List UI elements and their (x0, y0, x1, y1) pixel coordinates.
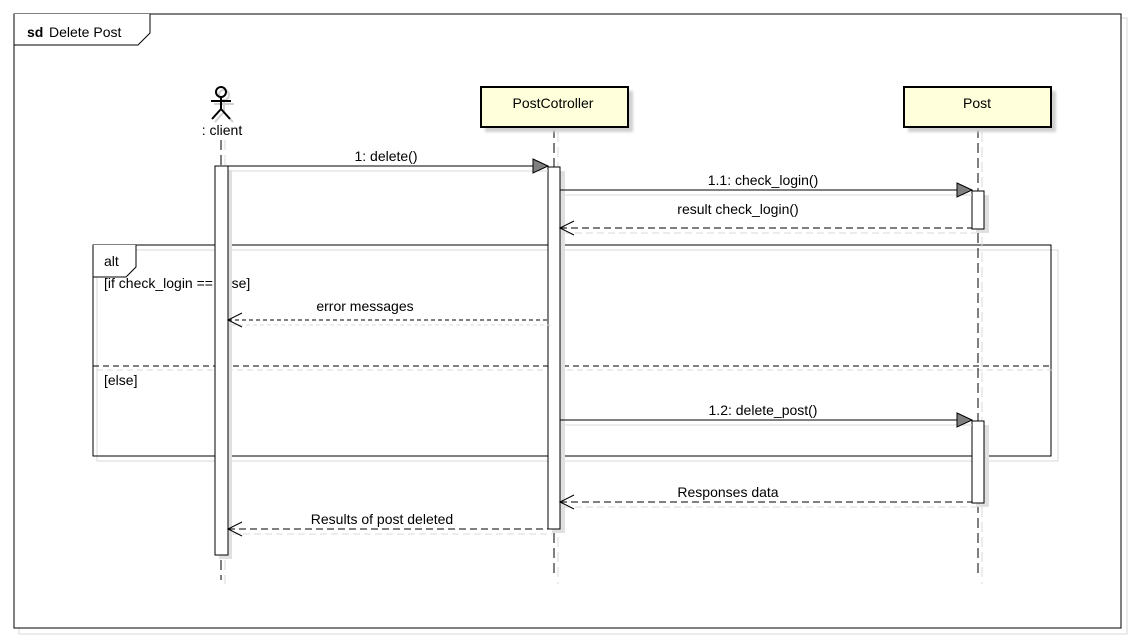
alt-guard-if: [if check_login == false] (104, 275, 250, 291)
message-results-of-post-deleted: Results of post deleted (226, 511, 552, 537)
frame-keyword: sd (27, 24, 43, 40)
lifeline-post-label: Post (963, 95, 991, 111)
alt-fragment (92, 244, 1052, 457)
arrowhead (956, 412, 974, 428)
lifeline-post-head (903, 86, 1052, 128)
alt-fragment-shadow (96, 249, 1059, 462)
arrowhead (956, 182, 974, 198)
activation-post-1 (971, 190, 985, 230)
arrowhead (558, 494, 575, 510)
frame-title: Delete Post (49, 24, 121, 40)
message-delete-post: 1.2: delete_post() (560, 402, 974, 428)
alt-operator-label: alt (104, 253, 119, 269)
message-error-messages: error messages (226, 298, 552, 328)
arrowhead (226, 521, 243, 537)
frame-title-tab (13, 14, 151, 46)
lifeline-client-label: : client (202, 122, 243, 138)
arrowhead (532, 158, 550, 174)
message-responses-data: Responses data (558, 484, 976, 510)
message-delete: 1: delete() (228, 148, 550, 174)
message-check-login: 1.1: check_login() (560, 172, 974, 198)
arrowhead (226, 312, 243, 328)
alt-operator-tab (92, 245, 137, 278)
arrowhead (558, 220, 575, 236)
actor-icon (211, 86, 234, 123)
alt-guard-else: [else] (104, 372, 137, 388)
activation-client (214, 165, 229, 556)
activation-post-2 (971, 420, 985, 504)
message-label: Results of post deleted (311, 511, 453, 527)
lifeline-controller-head (480, 86, 629, 128)
message-label: result check_login() (677, 201, 798, 217)
message-label: 1: delete() (354, 148, 417, 164)
message-label: 1.1: check_login() (708, 172, 819, 188)
activation-controller (547, 166, 561, 530)
message-result-check-login: result check_login() (558, 201, 976, 236)
message-label: 1.2: delete_post() (709, 402, 818, 418)
message-label: error messages (316, 298, 413, 314)
message-label: Responses data (677, 484, 778, 500)
lifeline-controller-label: PostCotroller (513, 95, 594, 111)
